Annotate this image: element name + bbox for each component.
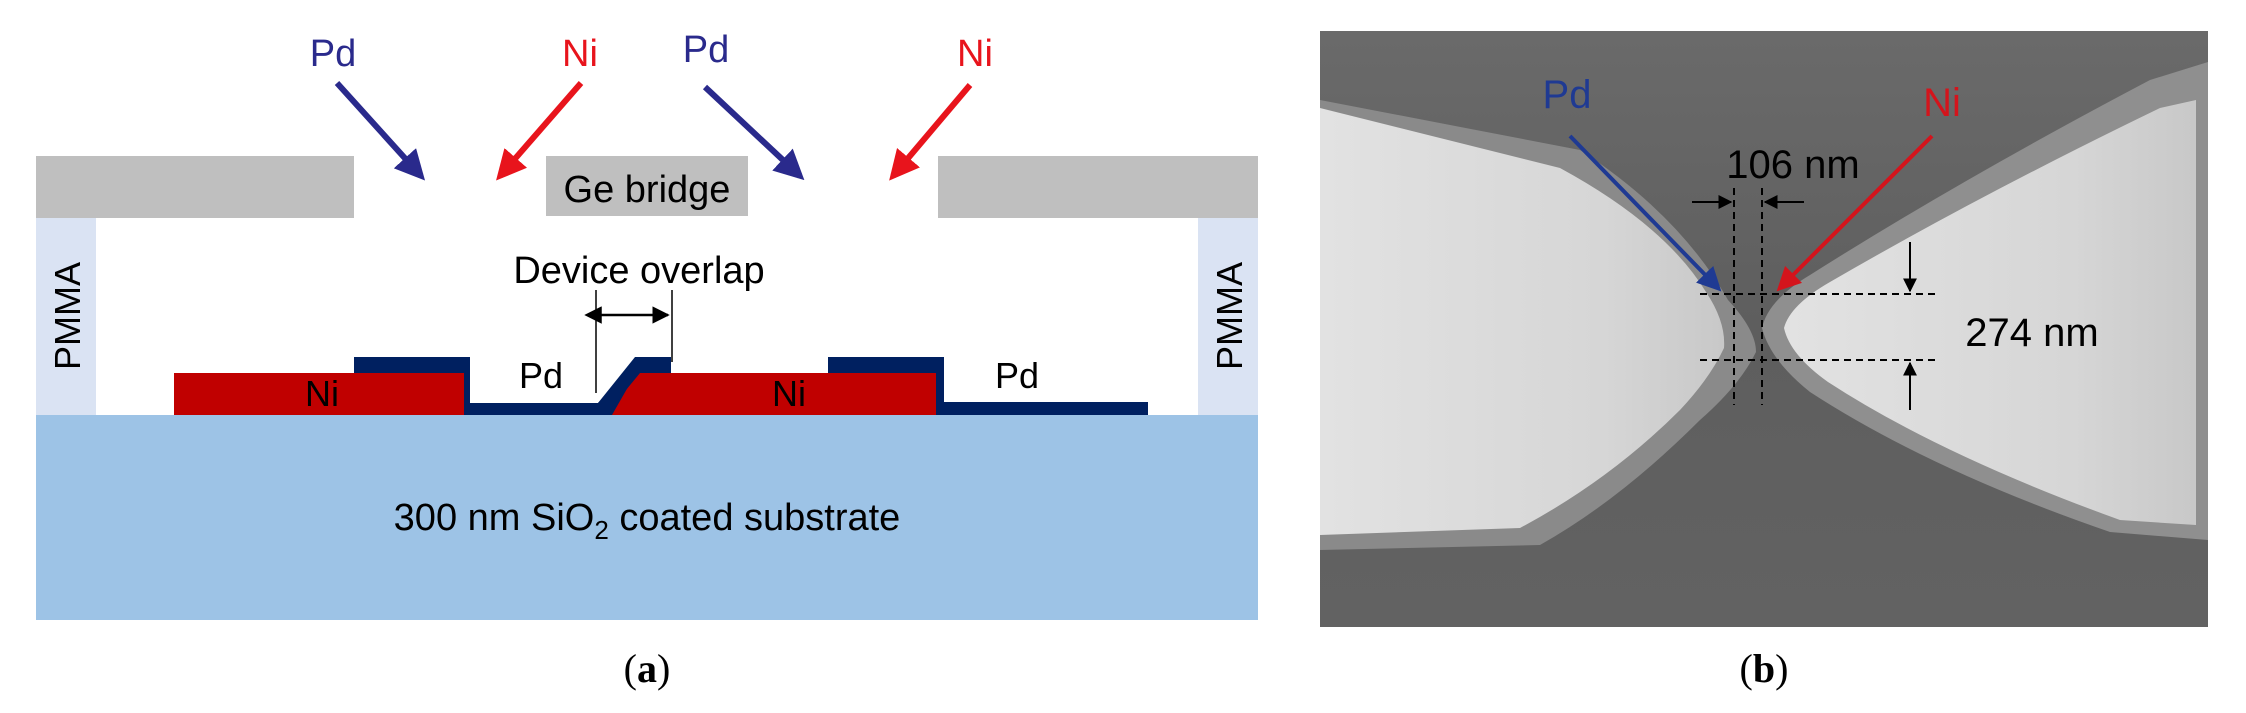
ge-bridge-left xyxy=(36,156,354,218)
ge-bridge-label: Ge bridge xyxy=(564,169,731,211)
ni-left-block xyxy=(174,373,464,415)
arrow-label-ni-2: Ni xyxy=(957,33,993,75)
arrow-label-pd-2: Pd xyxy=(683,29,729,71)
caption-b: (b) xyxy=(1740,646,1789,691)
sem-ni-arrow xyxy=(1776,134,1934,292)
pmma-right-label: PMMA xyxy=(1209,262,1250,370)
ni-arrow-2 xyxy=(889,83,973,181)
pd-mid-label: Pd xyxy=(519,355,563,396)
device-overlap-label: Device overlap xyxy=(513,250,764,292)
pd-arrow-2 xyxy=(702,84,805,181)
panel-b: 106 nm 274 nm Pd Ni (b) xyxy=(1320,31,2208,691)
pd-mid-strip xyxy=(464,365,671,415)
sem-ni-label: Ni xyxy=(1923,81,1961,125)
pd-right-label: Pd xyxy=(995,355,1039,396)
panel-a: 300 nm SiO2 coated substrate PMMA PMMA G… xyxy=(36,29,1258,691)
caption-a: (a) xyxy=(624,646,671,691)
substrate xyxy=(36,415,1258,620)
sem-right-pad xyxy=(1784,100,2196,525)
ni-left-label: Ni xyxy=(305,373,339,414)
pd-arrow-1 xyxy=(334,80,426,181)
sem-pd-arrow xyxy=(1568,134,1722,292)
ge-bridge-right xyxy=(938,156,1258,218)
substrate-label: 300 nm SiO2 coated substrate xyxy=(394,497,901,545)
width-label: 106 nm xyxy=(1726,143,1859,187)
pmma-left-label: PMMA xyxy=(47,262,88,370)
pmma-left xyxy=(36,218,96,415)
ni-right-block xyxy=(612,373,936,415)
pmma-right xyxy=(1198,218,1258,415)
ni-arrow-1 xyxy=(496,81,584,181)
ge-bridge-center xyxy=(546,156,748,216)
arrow-label-ni-1: Ni xyxy=(562,33,598,75)
arrow-label-pd-1: Pd xyxy=(310,33,356,75)
sem-pd-label: Pd xyxy=(1543,73,1592,117)
ni-right-label: Ni xyxy=(772,373,806,414)
sem-left-pad xyxy=(1320,108,1725,535)
height-label: 274 nm xyxy=(1965,311,2098,355)
